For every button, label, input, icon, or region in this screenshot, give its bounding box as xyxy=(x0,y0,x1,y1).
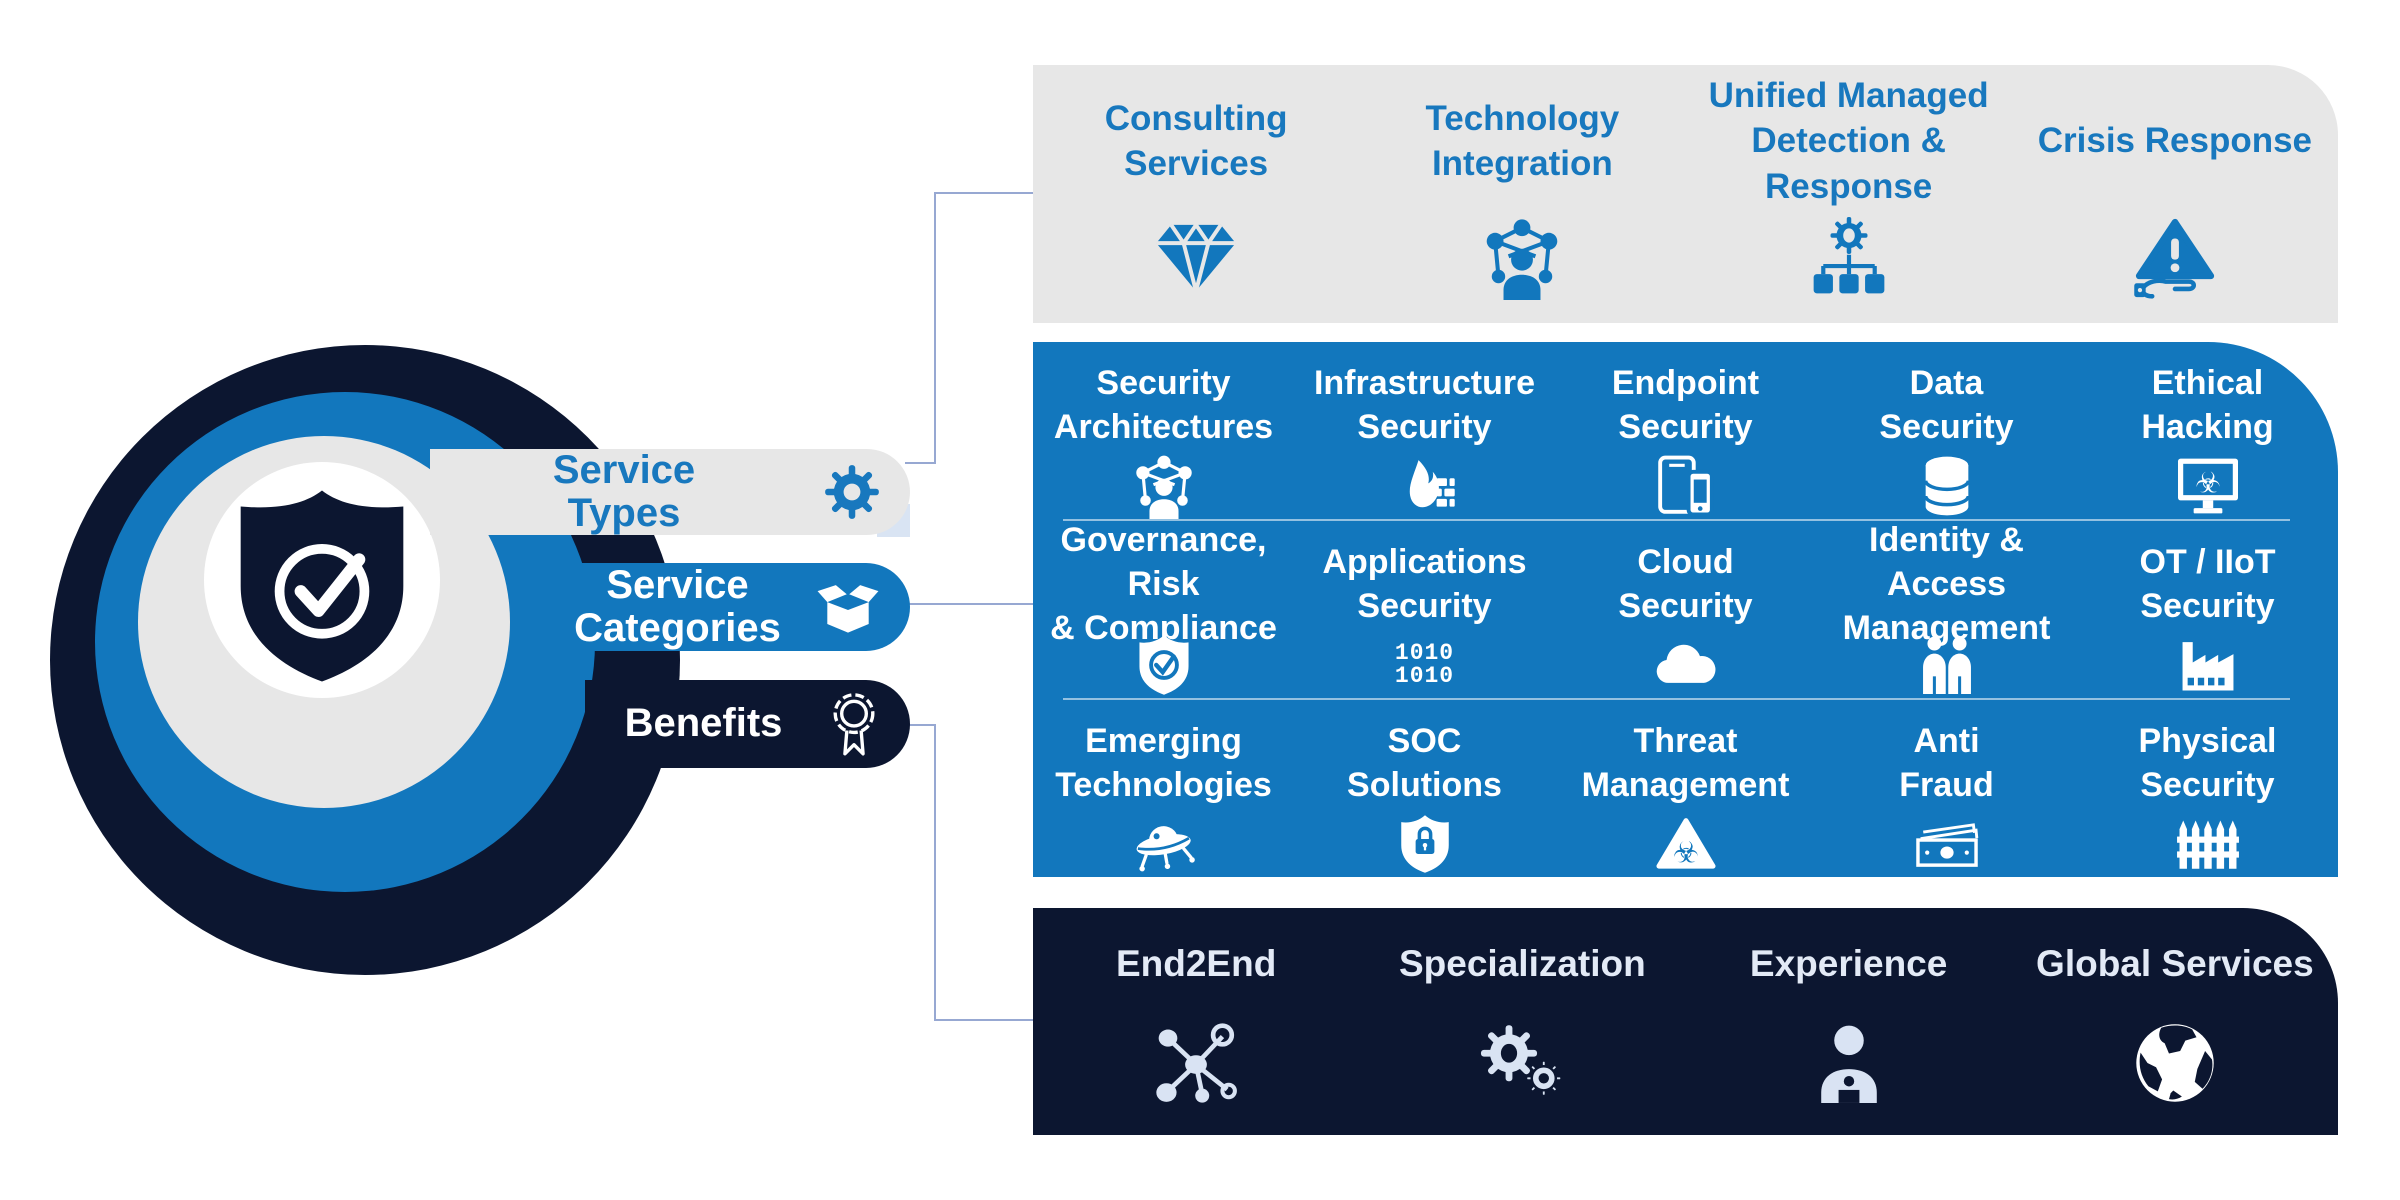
category-label: Ethical Hacking xyxy=(2141,363,2274,446)
hub-pill-service-categories: Service Categories xyxy=(545,563,910,651)
firewall-flame-icon xyxy=(1394,452,1456,519)
category-label: Anti Fraud xyxy=(1899,721,1994,804)
category-row: Emerging Technologies xyxy=(1033,700,2338,877)
award-ribbon-icon xyxy=(828,689,880,759)
person-network-icon xyxy=(1131,452,1197,519)
benefit-item: End2End xyxy=(1033,938,1359,1135)
category-label: Data Security xyxy=(1879,363,2014,446)
factory-icon xyxy=(2177,631,2239,698)
person-icon xyxy=(1816,990,1882,1135)
service-categories-panel: Security Architectures xyxy=(1033,342,2338,877)
hub-pill-label: Benefits xyxy=(624,701,783,746)
category-label: Emerging Technologies xyxy=(1055,721,1272,804)
monitor-biohazard-icon: ☣ xyxy=(2175,452,2241,519)
mobile-devices-icon xyxy=(1656,452,1716,519)
category-row: Governance, Risk & Compliance Applicatio… xyxy=(1033,521,2338,698)
service-type-label: Technology Integration xyxy=(1425,98,1620,184)
service-type-label: Consulting Services xyxy=(1104,98,1288,184)
category-item: Anti Fraud xyxy=(1816,700,2077,877)
category-item: SOC Solutions xyxy=(1294,700,1555,877)
shield-lock-icon xyxy=(1398,810,1452,877)
category-item: Emerging Technologies xyxy=(1033,700,1294,877)
biohazard-triangle-icon: ☣ xyxy=(1654,810,1718,877)
binary-code-icon: 1010 1010 xyxy=(1394,639,1455,689)
category-item: Threat Management ☣ xyxy=(1555,700,1816,877)
benefits-panel: End2End xyxy=(1033,908,2338,1135)
svg-text:☣: ☣ xyxy=(1672,835,1698,869)
benefit-label: End2End xyxy=(1115,943,1277,984)
row-divider xyxy=(1063,698,2290,700)
svg-text:☣: ☣ xyxy=(2195,465,2221,499)
people-network-icon xyxy=(1480,193,1564,323)
category-item: Security Architectures xyxy=(1033,342,1294,519)
category-label: Threat Management xyxy=(1581,721,1790,804)
category-label: Infrastructure Security xyxy=(1313,363,1536,446)
banknotes-icon xyxy=(1914,810,1980,877)
category-label: Security Architectures xyxy=(1053,363,1274,446)
gear-icon xyxy=(824,464,880,520)
category-item: Ethical Hacking ☣ xyxy=(2077,342,2338,519)
category-label: Governance, Risk & Compliance xyxy=(1050,520,1277,648)
category-item: Data Security xyxy=(1816,342,2077,519)
gear-hierarchy-icon xyxy=(1810,193,1888,323)
service-type-label: Crisis Response xyxy=(2037,121,2313,161)
service-types-panel: Consulting Services Technology Integrati… xyxy=(1033,65,2338,323)
hub-pill-benefits: Benefits xyxy=(585,680,910,768)
service-type-item: Consulting Services xyxy=(1033,89,1359,323)
category-row: Security Architectures xyxy=(1033,342,2338,519)
category-item: Infrastructure Security xyxy=(1294,342,1555,519)
fence-icon xyxy=(2176,810,2239,877)
service-type-label: Unified Managed Detection & Response xyxy=(1708,75,1989,206)
hub-pill-service-types: Service Types xyxy=(430,447,910,535)
category-item: Cloud Security xyxy=(1555,521,1816,698)
benefit-label: Specialization xyxy=(1399,943,1646,984)
category-item: Governance, Risk & Compliance xyxy=(1033,521,1294,698)
benefit-label: Global Services xyxy=(2036,943,2314,984)
category-item: Physical Security xyxy=(2077,700,2338,877)
category-label: OT / IIoT Security xyxy=(2139,542,2276,625)
shield-check-icon xyxy=(1136,631,1192,698)
warning-hand-icon xyxy=(2131,193,2219,323)
service-type-item: Technology Integration xyxy=(1359,89,1685,323)
open-box-icon xyxy=(816,579,880,635)
cloud-icon xyxy=(1654,631,1718,698)
category-label: Cloud Security xyxy=(1618,542,1753,625)
benefit-item: Experience xyxy=(1686,938,2012,1135)
shield-check-logo-icon xyxy=(233,487,411,685)
two-people-icon xyxy=(1918,631,1976,698)
category-label: Physical Security xyxy=(2138,721,2277,804)
row-divider xyxy=(1063,519,2290,521)
category-label: SOC Solutions xyxy=(1347,721,1502,804)
category-label: Identity & Access Management xyxy=(1842,520,2051,648)
molecule-icon xyxy=(1154,990,1238,1135)
hub-pill-label: Service Types xyxy=(552,447,696,535)
benefit-item: Global Services xyxy=(2012,938,2338,1135)
benefit-item: Specialization xyxy=(1359,938,1685,1135)
category-item: Applications Security 1010 1010 xyxy=(1294,521,1555,698)
category-item: Identity & Access Management xyxy=(1816,521,2077,698)
category-item: OT / IIoT Security xyxy=(2077,521,2338,698)
service-type-item: Unified Managed Detection & Response xyxy=(1686,75,2012,323)
benefit-label: Experience xyxy=(1749,943,1948,984)
service-type-item: Crisis Response xyxy=(2012,89,2338,323)
category-label: Endpoint Security xyxy=(1611,363,1760,446)
hub-pill-label: Service Categories xyxy=(574,562,781,650)
ufo-icon xyxy=(1127,810,1201,877)
diamond-icon xyxy=(1153,193,1239,323)
globe-icon xyxy=(2132,990,2218,1135)
category-label: Applications Security xyxy=(1322,542,1527,625)
category-item: Endpoint Security xyxy=(1555,342,1816,519)
database-icon xyxy=(1920,452,1974,519)
gears-icon xyxy=(1476,990,1568,1135)
